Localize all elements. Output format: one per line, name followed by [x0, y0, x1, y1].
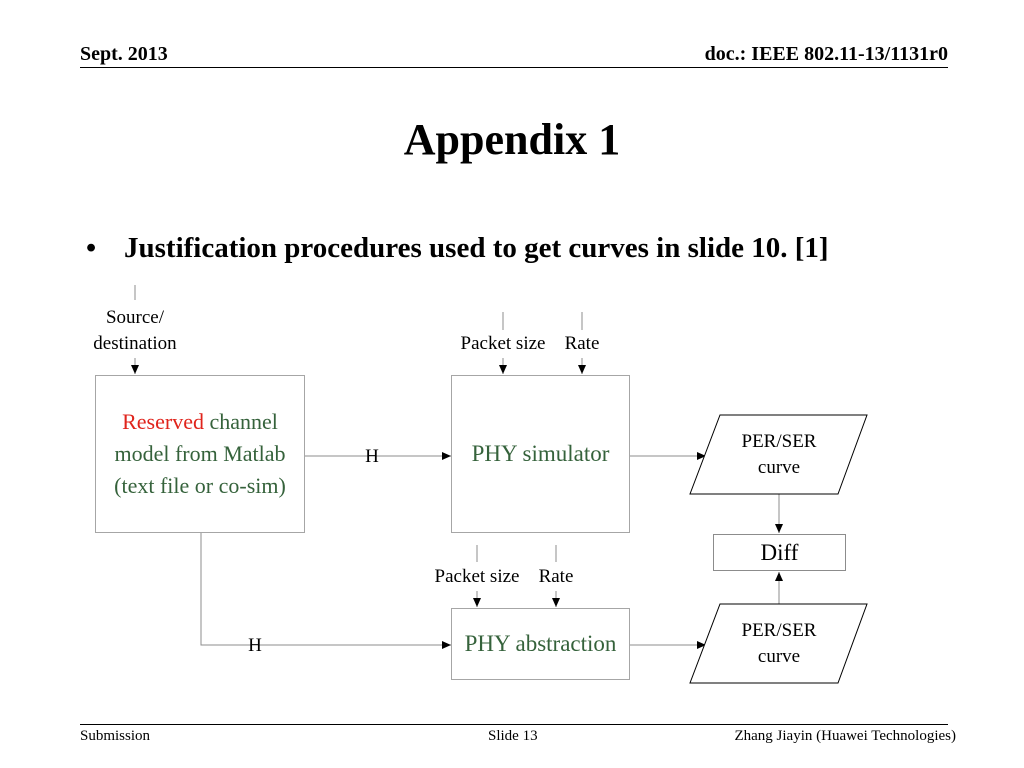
- per-ser-top-label: PER/SER curve: [712, 429, 846, 481]
- per-ser-bottom-line2: curve: [757, 646, 801, 667]
- per-ser-bottom-shape: [689, 603, 868, 684]
- footer-submission: Submission: [80, 728, 151, 744]
- rate-label-top: Rate: [564, 333, 600, 354]
- reserved-word: Reserved: [122, 409, 204, 434]
- diff-label: Diff: [760, 539, 799, 565]
- bullet-text: Justification procedures used to get cur…: [124, 232, 829, 264]
- footer-rule: [80, 724, 948, 725]
- channel-word: channel: [203, 409, 278, 434]
- bullet-marker: •: [86, 232, 97, 264]
- phy-simulator-box: PHY simulator: [451, 375, 630, 533]
- source-label-line1: Source/: [105, 307, 165, 328]
- packet-size-label-bottom: Packet size: [434, 566, 520, 587]
- channel-model-box: Reserved channel model from Matlab (text…: [95, 375, 305, 533]
- h-label-bottom: H: [248, 635, 262, 656]
- phy-simulator-label: PHY simulator: [471, 441, 610, 466]
- source-destination-label: Source/ destination: [70, 305, 200, 357]
- per-ser-bottom-line1: PER/SER: [741, 620, 817, 641]
- footer-author: Zhang Jiayin (Huawei Technologies): [734, 728, 956, 744]
- slide-title: Appendix 1: [403, 115, 621, 164]
- per-ser-top-line1: PER/SER: [741, 431, 817, 452]
- per-ser-top-shape: [689, 414, 868, 495]
- packet-size-label-top: Packet size: [460, 333, 546, 354]
- header-rule: [80, 67, 948, 68]
- footer-slide-number: Slide 13: [488, 728, 538, 744]
- diff-box: Diff: [713, 534, 846, 571]
- source-label-line2: destination: [93, 333, 177, 354]
- phy-abstraction-label: PHY abstraction: [464, 631, 617, 656]
- channel-box-line2: model from Matlab: [114, 441, 286, 466]
- per-ser-top-line2: curve: [757, 457, 801, 478]
- phy-abstraction-box: PHY abstraction: [451, 608, 630, 680]
- channel-box-line3: (text file or co-sim): [114, 473, 286, 498]
- header-doc-id: doc.: IEEE 802.11-13/1131r0: [704, 43, 948, 65]
- bullet-item: • Justification procedures used to get cu…: [86, 232, 829, 265]
- rate-label-bottom: Rate: [538, 566, 574, 587]
- header-date: Sept. 2013: [80, 43, 168, 65]
- per-ser-bottom-label: PER/SER curve: [712, 618, 846, 670]
- h-label-top: H: [365, 446, 379, 467]
- h-arrow-bottom: [200, 533, 451, 649]
